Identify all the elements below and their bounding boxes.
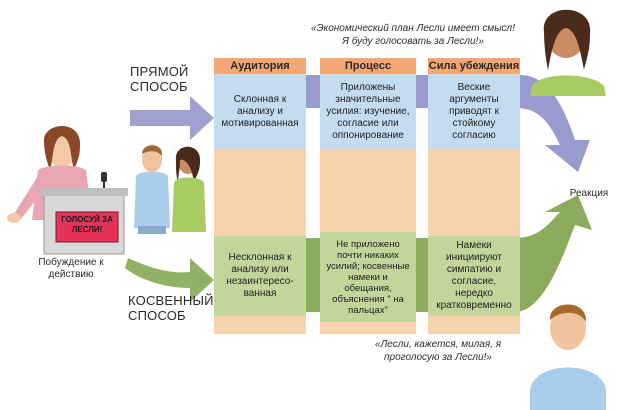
direct-process-cell: Приложены значительные усилия: изучение,… <box>320 74 416 149</box>
indirect-audience-text: Несклонная к анализу или незаинтересо-ва… <box>226 252 294 299</box>
indirect-process-cell: Не приложено почти никаких усилий; косве… <box>320 232 416 322</box>
persuaded-man-illustration <box>530 304 606 410</box>
podium-sign: ГОЛОСУЙ ЗА ЛЕСЛИ! <box>61 215 113 234</box>
direct-process-text: Приложены значительные усилия: изучение,… <box>326 81 410 141</box>
direct-strength-text: Веские аргументы приводят к стойкому сог… <box>448 81 500 141</box>
direct-strength-cell: Веские аргументы приводят к стойкому сог… <box>428 74 520 149</box>
speaker-caption: Побуждение к действию <box>38 257 104 280</box>
column-header-audience: Аудитория <box>214 58 306 74</box>
column-header-strength: Сила убеждения <box>428 58 520 74</box>
quote-bottom: «Лесли, кажется, милая, я проголосую за … <box>374 339 502 363</box>
speaker-illustration <box>7 126 128 255</box>
indirect-strength-text: Намеки инициируют симпатию и согласие, н… <box>436 240 512 311</box>
persuaded-woman-illustration <box>530 9 606 96</box>
listeners-illustration <box>134 145 206 234</box>
indirect-audience-cell: Несклонная к анализу или незаинтересо-ва… <box>214 236 306 316</box>
indirect-route-label: КОСВЕННЫЙ СПОСОБ <box>128 293 214 323</box>
outcome-label: Реакция <box>569 188 609 199</box>
column-header-process: Процесс <box>320 58 416 74</box>
direct-audience-text: Склонная к анализу и мотивированная <box>221 93 299 129</box>
direct-route-arrow-left <box>130 96 214 140</box>
direct-route-label: ПРЯМОЙ СПОСОБ <box>130 64 189 94</box>
indirect-strength-cell: Намеки инициируют симпатию и согласие, н… <box>428 236 520 316</box>
indirect-route-arrow-left <box>125 258 214 302</box>
direct-audience-cell: Склонная к анализу и мотивированная <box>214 74 306 149</box>
indirect-process-text: Не приложено почти никаких усилий; косве… <box>326 238 410 316</box>
quote-top: «Экономический план Лесли имеет смысл! Я… <box>311 23 515 47</box>
